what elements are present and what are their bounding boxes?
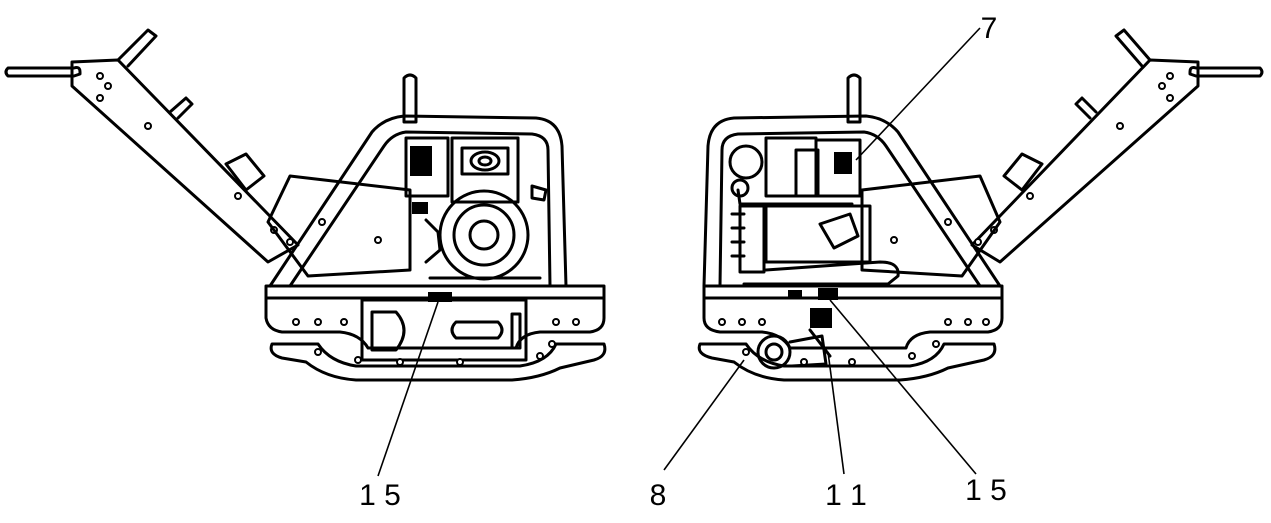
left-engine xyxy=(404,136,548,281)
left-handle xyxy=(4,28,300,264)
callout-right-7: 7 xyxy=(981,12,998,45)
right-handle xyxy=(970,28,1264,264)
left-base-plate xyxy=(269,342,607,382)
callout-right-8: 8 xyxy=(650,479,667,512)
right-roll-frame xyxy=(702,114,1002,288)
left-view xyxy=(4,28,607,477)
left-roll-frame xyxy=(268,114,568,288)
callout-right-15: 1 5 xyxy=(965,474,1007,507)
left-side-cover xyxy=(266,174,412,278)
right-exciter xyxy=(756,328,832,370)
callout-left-15: 1 5 xyxy=(359,479,401,512)
callout-right-11: 1 1 xyxy=(825,479,867,512)
right-base-body xyxy=(702,284,1004,350)
right-engine-side xyxy=(728,136,900,286)
right-base-plate xyxy=(697,342,997,382)
right-view xyxy=(663,27,1264,475)
